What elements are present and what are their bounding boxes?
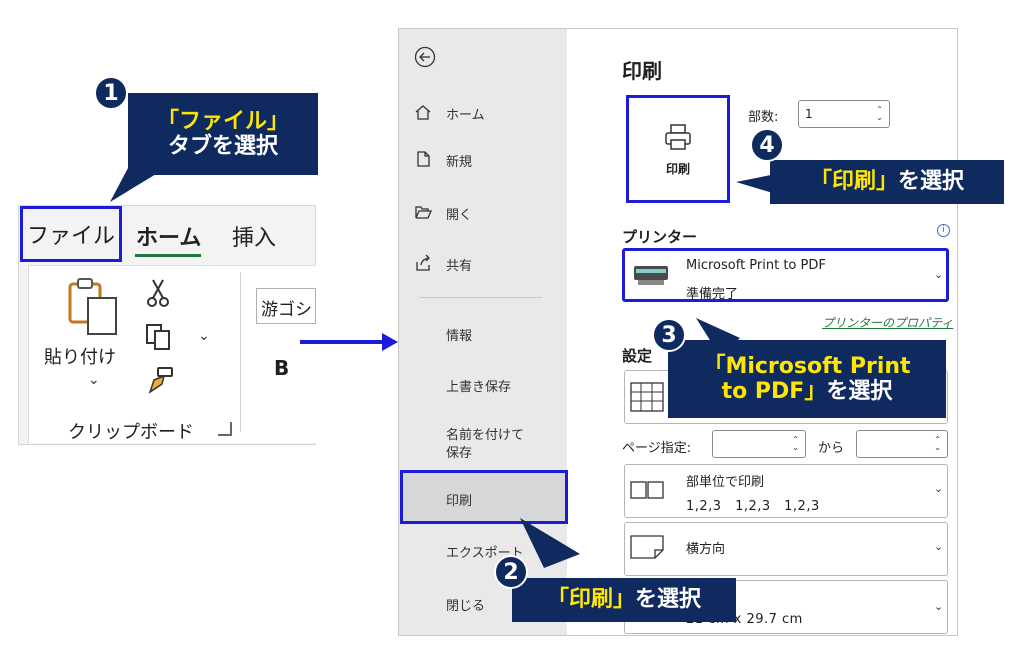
active-tab-underline <box>135 254 201 257</box>
group-separator <box>240 272 241 432</box>
scissors-icon[interactable] <box>146 278 170 308</box>
callout-step-4: 「印刷」を選択 <box>770 160 1004 204</box>
collate-icon <box>630 481 664 499</box>
flow-arrow-icon <box>382 333 398 351</box>
printer-chevron-down-icon[interactable]: ⌄ <box>934 268 944 281</box>
pages-to-stepper[interactable]: ⌃⌄ <box>856 430 948 458</box>
step-3-badge: 3 <box>652 318 686 352</box>
collate-dropdown[interactable] <box>624 464 948 518</box>
copies-stepper[interactable]: 1 ⌃⌄ <box>798 100 890 128</box>
dialog-launcher-icon[interactable] <box>218 422 232 436</box>
callout-step-1: 「ファイル」 タブを選択 <box>128 93 318 175</box>
step-2-badge: 2 <box>494 555 528 589</box>
callout-2-pointer <box>520 518 580 568</box>
nav-item-share[interactable]: 共有 <box>446 259 473 274</box>
paper-chevron-down-icon[interactable]: ⌄ <box>934 600 944 613</box>
printer-dropdown[interactable] <box>622 248 949 302</box>
page-title: 印刷 <box>622 59 662 83</box>
info-icon[interactable]: i <box>937 224 950 237</box>
open-folder-icon <box>415 206 432 219</box>
flow-arrow-line <box>300 340 384 344</box>
stepper-arrows-icon[interactable]: ⌃⌄ <box>934 435 941 452</box>
nav-item-save-as[interactable]: 名前を付けて 保存 <box>446 428 525 461</box>
printer-icon <box>665 123 691 150</box>
landscape-page-icon <box>630 535 664 559</box>
font-name-box[interactable]: 游ゴシック <box>256 288 316 324</box>
printer-status: 準備完了 <box>686 287 739 302</box>
printer-heading: プリンター <box>622 228 698 246</box>
nav-item-print-label[interactable]: 印刷 <box>446 494 473 509</box>
format-painter-icon[interactable] <box>146 366 174 396</box>
share-icon <box>416 254 430 271</box>
paste-icon[interactable] <box>64 276 122 338</box>
copy-chevron-icon[interactable]: ⌄ <box>198 328 210 344</box>
collate-label: 部単位で印刷 <box>686 475 765 490</box>
callout-step-2: 「印刷」を選択 <box>512 578 736 622</box>
paste-label[interactable]: 貼り付け <box>44 347 116 368</box>
sheet-grid-icon <box>630 382 664 412</box>
tab-home[interactable]: ホーム <box>136 226 202 251</box>
paste-chevron-icon[interactable]: ⌄ <box>88 372 100 388</box>
pages-to-label: から <box>818 441 845 456</box>
orientation-dropdown[interactable] <box>624 522 948 576</box>
printer-device-icon <box>634 266 668 285</box>
print-button[interactable]: 印刷 <box>626 95 730 203</box>
nav-item-print[interactable] <box>400 470 568 524</box>
settings-heading: 設定 <box>622 347 653 365</box>
nav-item-save[interactable]: 上書き保存 <box>446 380 512 395</box>
pages-label: ページ指定: <box>622 441 692 456</box>
copies-label: 部数: <box>748 110 779 125</box>
copy-icon[interactable] <box>144 322 174 352</box>
nav-item-close[interactable]: 閉じる <box>446 599 486 614</box>
nav-divider <box>420 297 542 298</box>
step-4-badge: 4 <box>750 128 784 162</box>
callout-4-pointer <box>736 174 776 194</box>
orientation-chevron-down-icon[interactable]: ⌄ <box>934 540 944 553</box>
tab-file[interactable]: ファイル <box>20 206 122 262</box>
stepper-arrows-icon[interactable]: ⌃⌄ <box>876 105 883 122</box>
tab-insert[interactable]: 挿入 <box>232 226 277 251</box>
nav-item-new[interactable]: 新規 <box>446 155 473 170</box>
nav-item-open[interactable]: 開く <box>446 208 473 223</box>
new-document-icon <box>417 151 430 167</box>
nav-item-home[interactable]: ホーム <box>446 108 485 123</box>
callout-1-pointer <box>110 168 166 202</box>
home-icon <box>415 105 431 120</box>
callout-step-3: 「Microsoft Print to PDF」を選択 <box>668 340 946 418</box>
back-arrow-icon[interactable] <box>414 46 436 68</box>
clipboard-group-label: クリップボード <box>68 422 194 443</box>
printer-properties-link[interactable]: プリンターのプロパティ <box>822 316 954 330</box>
step-1-badge: 1 <box>94 76 128 110</box>
orientation-label: 横方向 <box>686 542 726 557</box>
pages-from-stepper[interactable]: ⌃⌄ <box>712 430 806 458</box>
nav-item-info[interactable]: 情報 <box>446 329 473 344</box>
collate-sub: 1,2,3 1,2,3 1,2,3 <box>686 499 820 514</box>
collate-chevron-down-icon[interactable]: ⌄ <box>934 482 944 495</box>
printer-name: Microsoft Print to PDF <box>686 258 826 273</box>
bold-button[interactable]: B <box>274 356 290 380</box>
stepper-arrows-icon[interactable]: ⌃⌄ <box>792 435 799 452</box>
